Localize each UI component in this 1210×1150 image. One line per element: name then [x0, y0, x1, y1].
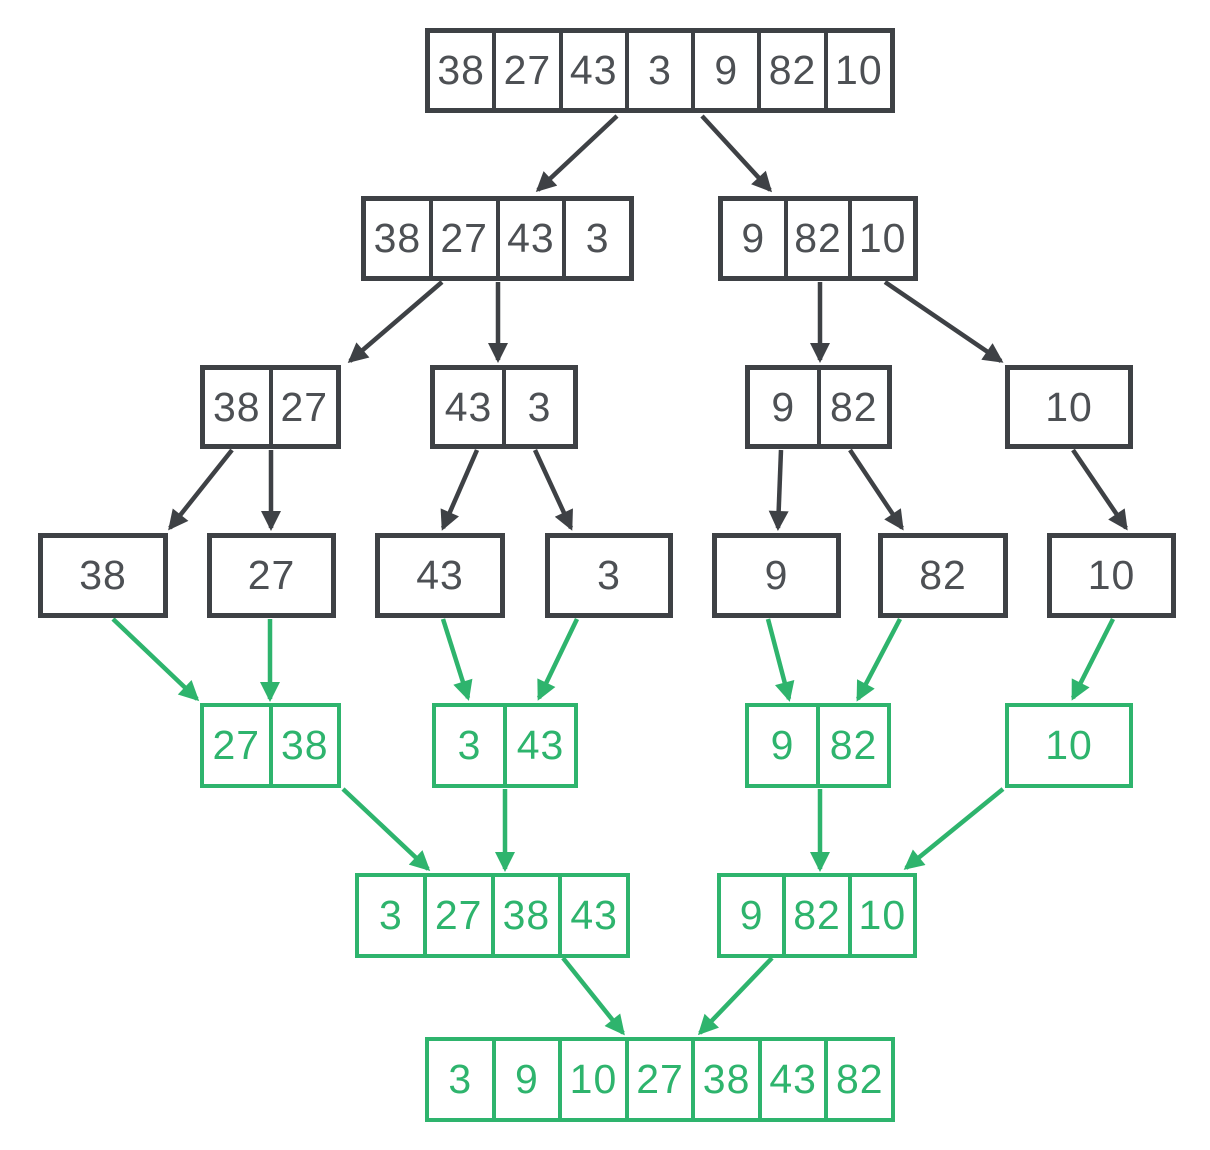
array-cell: 3: [527, 383, 552, 430]
split-arrow: [848, 448, 904, 531]
merge-arrow: [1070, 617, 1116, 701]
array-cell: 3: [429, 1041, 496, 1118]
array-cell: 10: [858, 215, 907, 261]
array-cell: 3: [359, 877, 427, 954]
split-arrow: [168, 448, 234, 531]
array-cell: 27: [496, 33, 563, 108]
array-cell: 10: [858, 892, 907, 938]
array-cell: 38: [495, 877, 563, 954]
array-cell: 27: [204, 707, 273, 784]
array-cell: 38: [79, 552, 127, 598]
merge-arrow: [341, 787, 431, 872]
array-cell: 9: [721, 877, 787, 954]
array-cell: 43: [435, 370, 506, 444]
array-cell: 43: [500, 201, 567, 276]
array-cell: 82: [829, 383, 878, 430]
array-cell: 10: [1045, 722, 1093, 768]
array-node-l3d: 10: [1005, 365, 1133, 449]
split-arrow: [440, 449, 480, 531]
split-arrow: [535, 114, 619, 193]
array-cell: 9: [750, 370, 821, 444]
array-cell: 27: [629, 1041, 696, 1118]
array-cell: 10: [835, 47, 883, 93]
array-cell: 27: [280, 383, 329, 430]
array-cell: 38: [695, 1041, 762, 1118]
array-cell: 9: [749, 707, 820, 784]
array-cell: 43: [570, 892, 618, 938]
array-cell: 9: [695, 33, 762, 108]
array-node-l4f: 82: [878, 533, 1008, 618]
merge-arrow: [697, 956, 774, 1036]
array-node-l4g: 10: [1047, 533, 1176, 618]
array-cell: 82: [835, 1056, 884, 1102]
split-arrow: [347, 280, 444, 363]
array-node-l4c: 43: [375, 533, 505, 618]
array-cell: 82: [829, 722, 878, 768]
split-arrow: [768, 449, 789, 531]
array-cell: 82: [786, 877, 852, 954]
split-arrow: [1071, 448, 1128, 531]
split-arrow: [532, 449, 574, 531]
array-node-l4d: 3: [545, 533, 673, 618]
array-cell: 43: [416, 552, 464, 598]
array-cell: 10: [1087, 552, 1136, 598]
array-cell: 3: [436, 707, 507, 784]
array-cell: 9: [496, 1041, 563, 1118]
array-cell: 43: [563, 33, 629, 108]
merge-arrow: [561, 956, 625, 1036]
array-cell: 10: [562, 1041, 629, 1118]
array-cell: 10: [1045, 383, 1093, 430]
array-cell: 27: [247, 552, 296, 598]
array-cell: 43: [516, 722, 565, 768]
merge-arrow: [111, 617, 200, 702]
array-node-l4e: 9: [712, 533, 841, 618]
array-node-l3b: 43 3: [430, 365, 578, 449]
array-cell: 82: [919, 552, 967, 598]
merge-arrow: [765, 618, 795, 702]
merge-arrow: [903, 787, 1005, 870]
array-cell: 3: [585, 215, 610, 261]
array-cell: 38: [366, 201, 433, 276]
array-cell: 82: [788, 201, 853, 276]
array-cell: 38: [205, 370, 273, 444]
array-cell: 27: [433, 201, 500, 276]
split-arrow: [700, 114, 773, 193]
array-cell: 9: [764, 552, 789, 598]
array-cell: 3: [597, 552, 621, 598]
array-cell: 38: [280, 722, 329, 768]
array-cell: 38: [430, 33, 497, 108]
merge-arrow: [856, 617, 902, 702]
array-cell: 43: [762, 1041, 829, 1118]
array-node-l4b: 27: [207, 533, 336, 618]
array-cell: 27: [427, 877, 495, 954]
array-node-l5d: 10: [1005, 703, 1133, 788]
array-node-l4a: 38: [38, 533, 168, 618]
split-arrow: [883, 280, 1004, 363]
array-cell: 9: [723, 201, 788, 276]
merge-arrow: [440, 618, 473, 701]
merge-arrow: [536, 618, 580, 701]
array-cell: 82: [761, 33, 828, 108]
array-cell: 3: [629, 33, 696, 108]
